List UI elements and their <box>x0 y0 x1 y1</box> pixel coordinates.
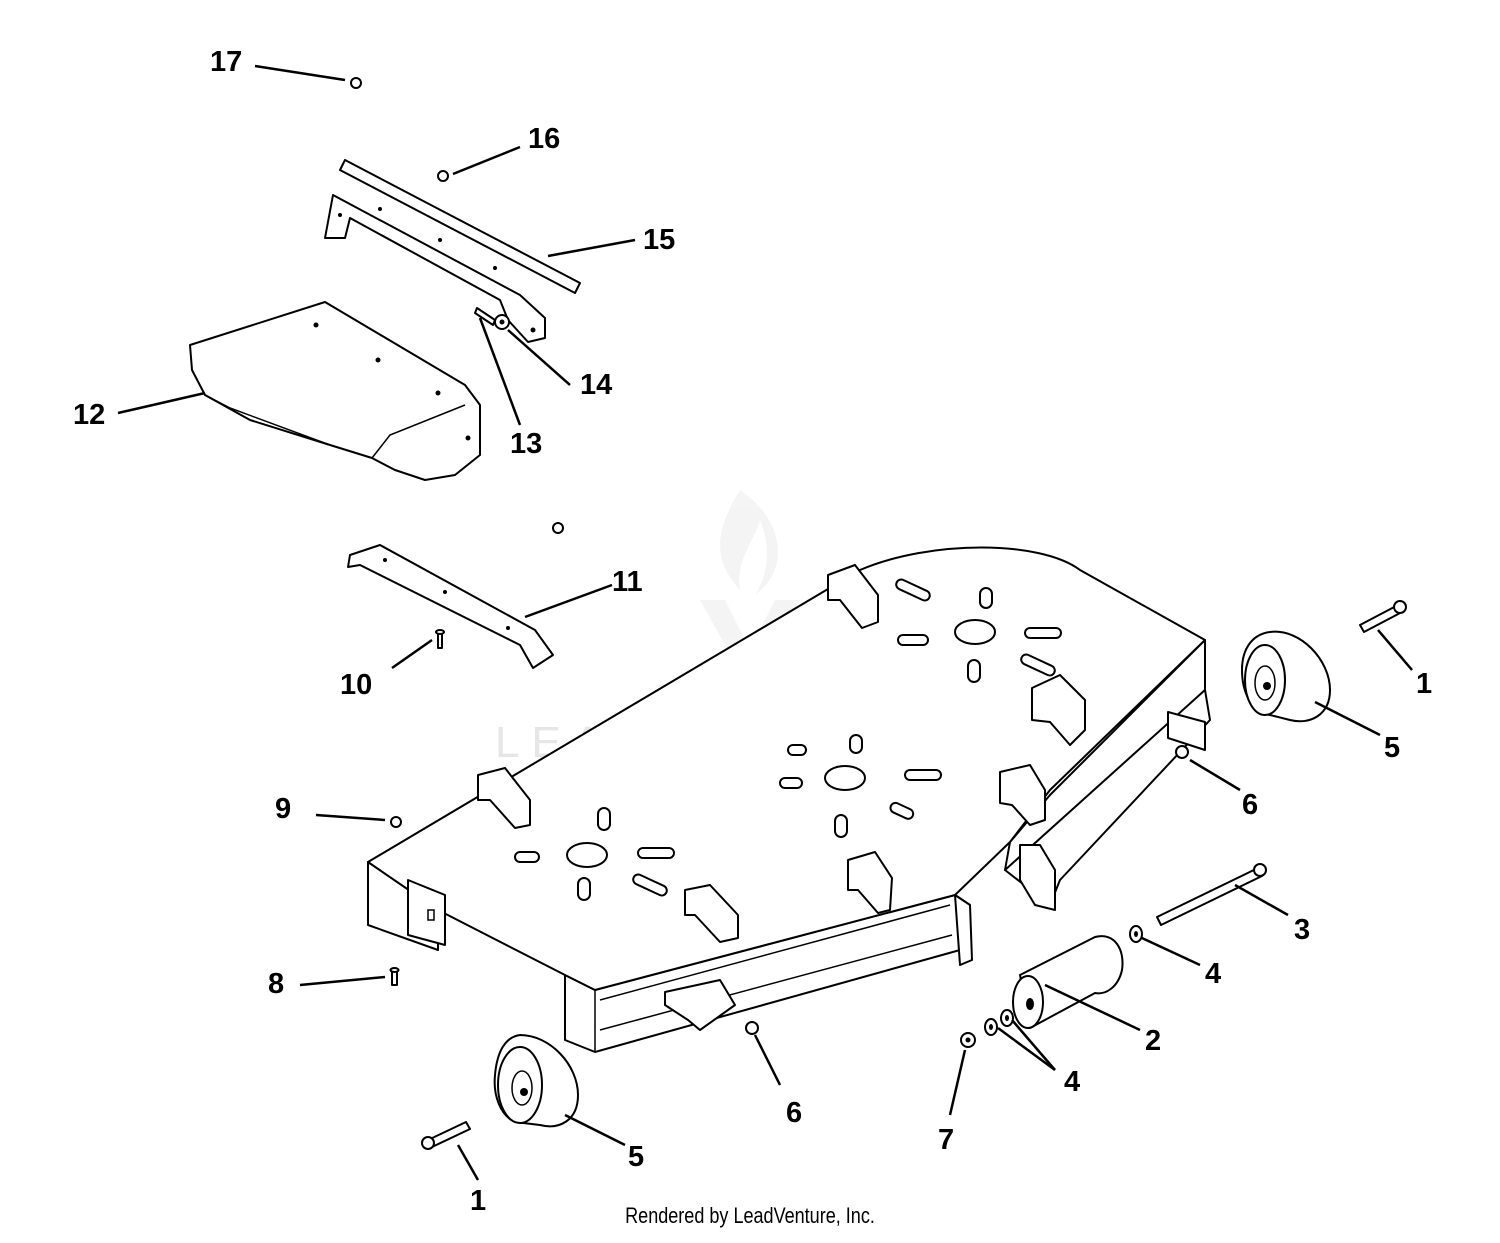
deck-bracket-6 <box>827 564 879 629</box>
nut-6-right <box>1175 745 1189 759</box>
deck-bracket-2 <box>684 884 739 943</box>
nut-16 <box>437 170 449 182</box>
callout-17: 17 <box>210 46 242 78</box>
nut-9 <box>390 816 402 828</box>
callout-14: 14 <box>580 369 612 401</box>
callout-15: 15 <box>643 224 675 256</box>
bolt-1-right <box>1359 600 1407 633</box>
spindle-center <box>824 765 866 791</box>
washer-4-c <box>1000 1009 1014 1027</box>
callout-6-front: 6 <box>786 1097 802 1129</box>
bolt-13 <box>474 307 496 326</box>
deck-bracket-5 <box>1031 674 1086 746</box>
roller-2 <box>1012 935 1124 1029</box>
mower-deck <box>367 546 1211 1053</box>
footer-credit: Rendered by LeadVenture, Inc. <box>625 1203 875 1228</box>
bracket-11 <box>347 544 554 669</box>
deck-bracket-1 <box>477 767 531 829</box>
bolt-10 <box>435 629 445 649</box>
callout-12: 12 <box>73 399 105 431</box>
spindle-left <box>566 842 608 868</box>
nut-7 <box>960 1032 976 1048</box>
nut-17 <box>350 77 362 89</box>
callout-2: 2 <box>1145 1025 1161 1057</box>
deck-bracket-4 <box>999 764 1046 826</box>
callout-6-right: 6 <box>1242 789 1258 821</box>
callout-8: 8 <box>268 968 284 1000</box>
nut-6-front <box>745 1021 759 1035</box>
washer-4-a <box>1129 925 1143 943</box>
callout-11: 11 <box>612 566 643 598</box>
nut-11-top <box>552 522 564 534</box>
callout-7: 7 <box>938 1124 954 1156</box>
callout-9: 9 <box>275 793 291 825</box>
wheel-5-right <box>1241 630 1331 723</box>
callout-labels: 17 16 15 14 13 12 11 10 9 8 1 5 6 3 4 2 … <box>73 46 1432 1217</box>
callout-1-right: 1 <box>1416 668 1432 700</box>
callout-16: 16 <box>528 123 560 155</box>
callout-5-left: 5 <box>628 1141 644 1173</box>
washer-14 <box>494 314 510 330</box>
callout-4-bottom: 4 <box>1064 1066 1080 1098</box>
bolt-8 <box>389 967 400 986</box>
wheel-5-left <box>493 1034 579 1128</box>
spindle-right <box>954 619 996 645</box>
callout-1-left: 1 <box>470 1185 486 1217</box>
leader-lines <box>117 64 1413 1181</box>
callout-10: 10 <box>340 669 372 701</box>
callout-13: 13 <box>510 428 542 460</box>
bracket-15 <box>324 159 581 343</box>
washer-4-b <box>984 1018 998 1036</box>
deflector-12 <box>189 301 481 481</box>
callout-3: 3 <box>1294 914 1310 946</box>
bolt-3 <box>1156 863 1267 926</box>
callout-4-top: 4 <box>1205 958 1221 990</box>
bolt-1-left <box>421 1121 471 1150</box>
callout-5-right: 5 <box>1384 732 1400 764</box>
deck-bracket-3 <box>847 851 893 914</box>
